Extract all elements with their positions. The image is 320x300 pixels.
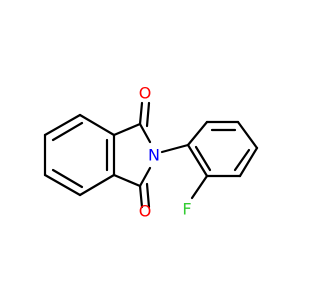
bond-carbonyl [138,184,144,209]
bond-carbonyl [138,101,144,126]
fluorine-atom-label: F [182,200,191,219]
oxygen-atom-label: O [139,84,152,103]
bond [186,143,209,178]
bond [43,173,82,197]
bond-carbonyl [145,101,151,128]
bond [78,173,116,197]
bond-double-inner [233,148,251,172]
bond [78,113,116,137]
oxygen-atom-label: O [139,202,152,221]
bond-double-inner [51,168,84,189]
bond [190,174,209,200]
bond [236,120,259,150]
bond [138,122,152,144]
bond [112,122,142,137]
nitrogen-atom-label: N [148,146,160,165]
bond [43,113,82,137]
bond [160,143,190,154]
bond-double-inner [194,145,212,172]
bond [138,166,152,188]
bond [238,146,259,178]
molecule-structure: O N O F [43,84,259,221]
bond-double-inner [51,121,84,142]
bond [186,120,209,147]
bond [112,173,142,188]
bond-carbonyl [145,182,151,209]
